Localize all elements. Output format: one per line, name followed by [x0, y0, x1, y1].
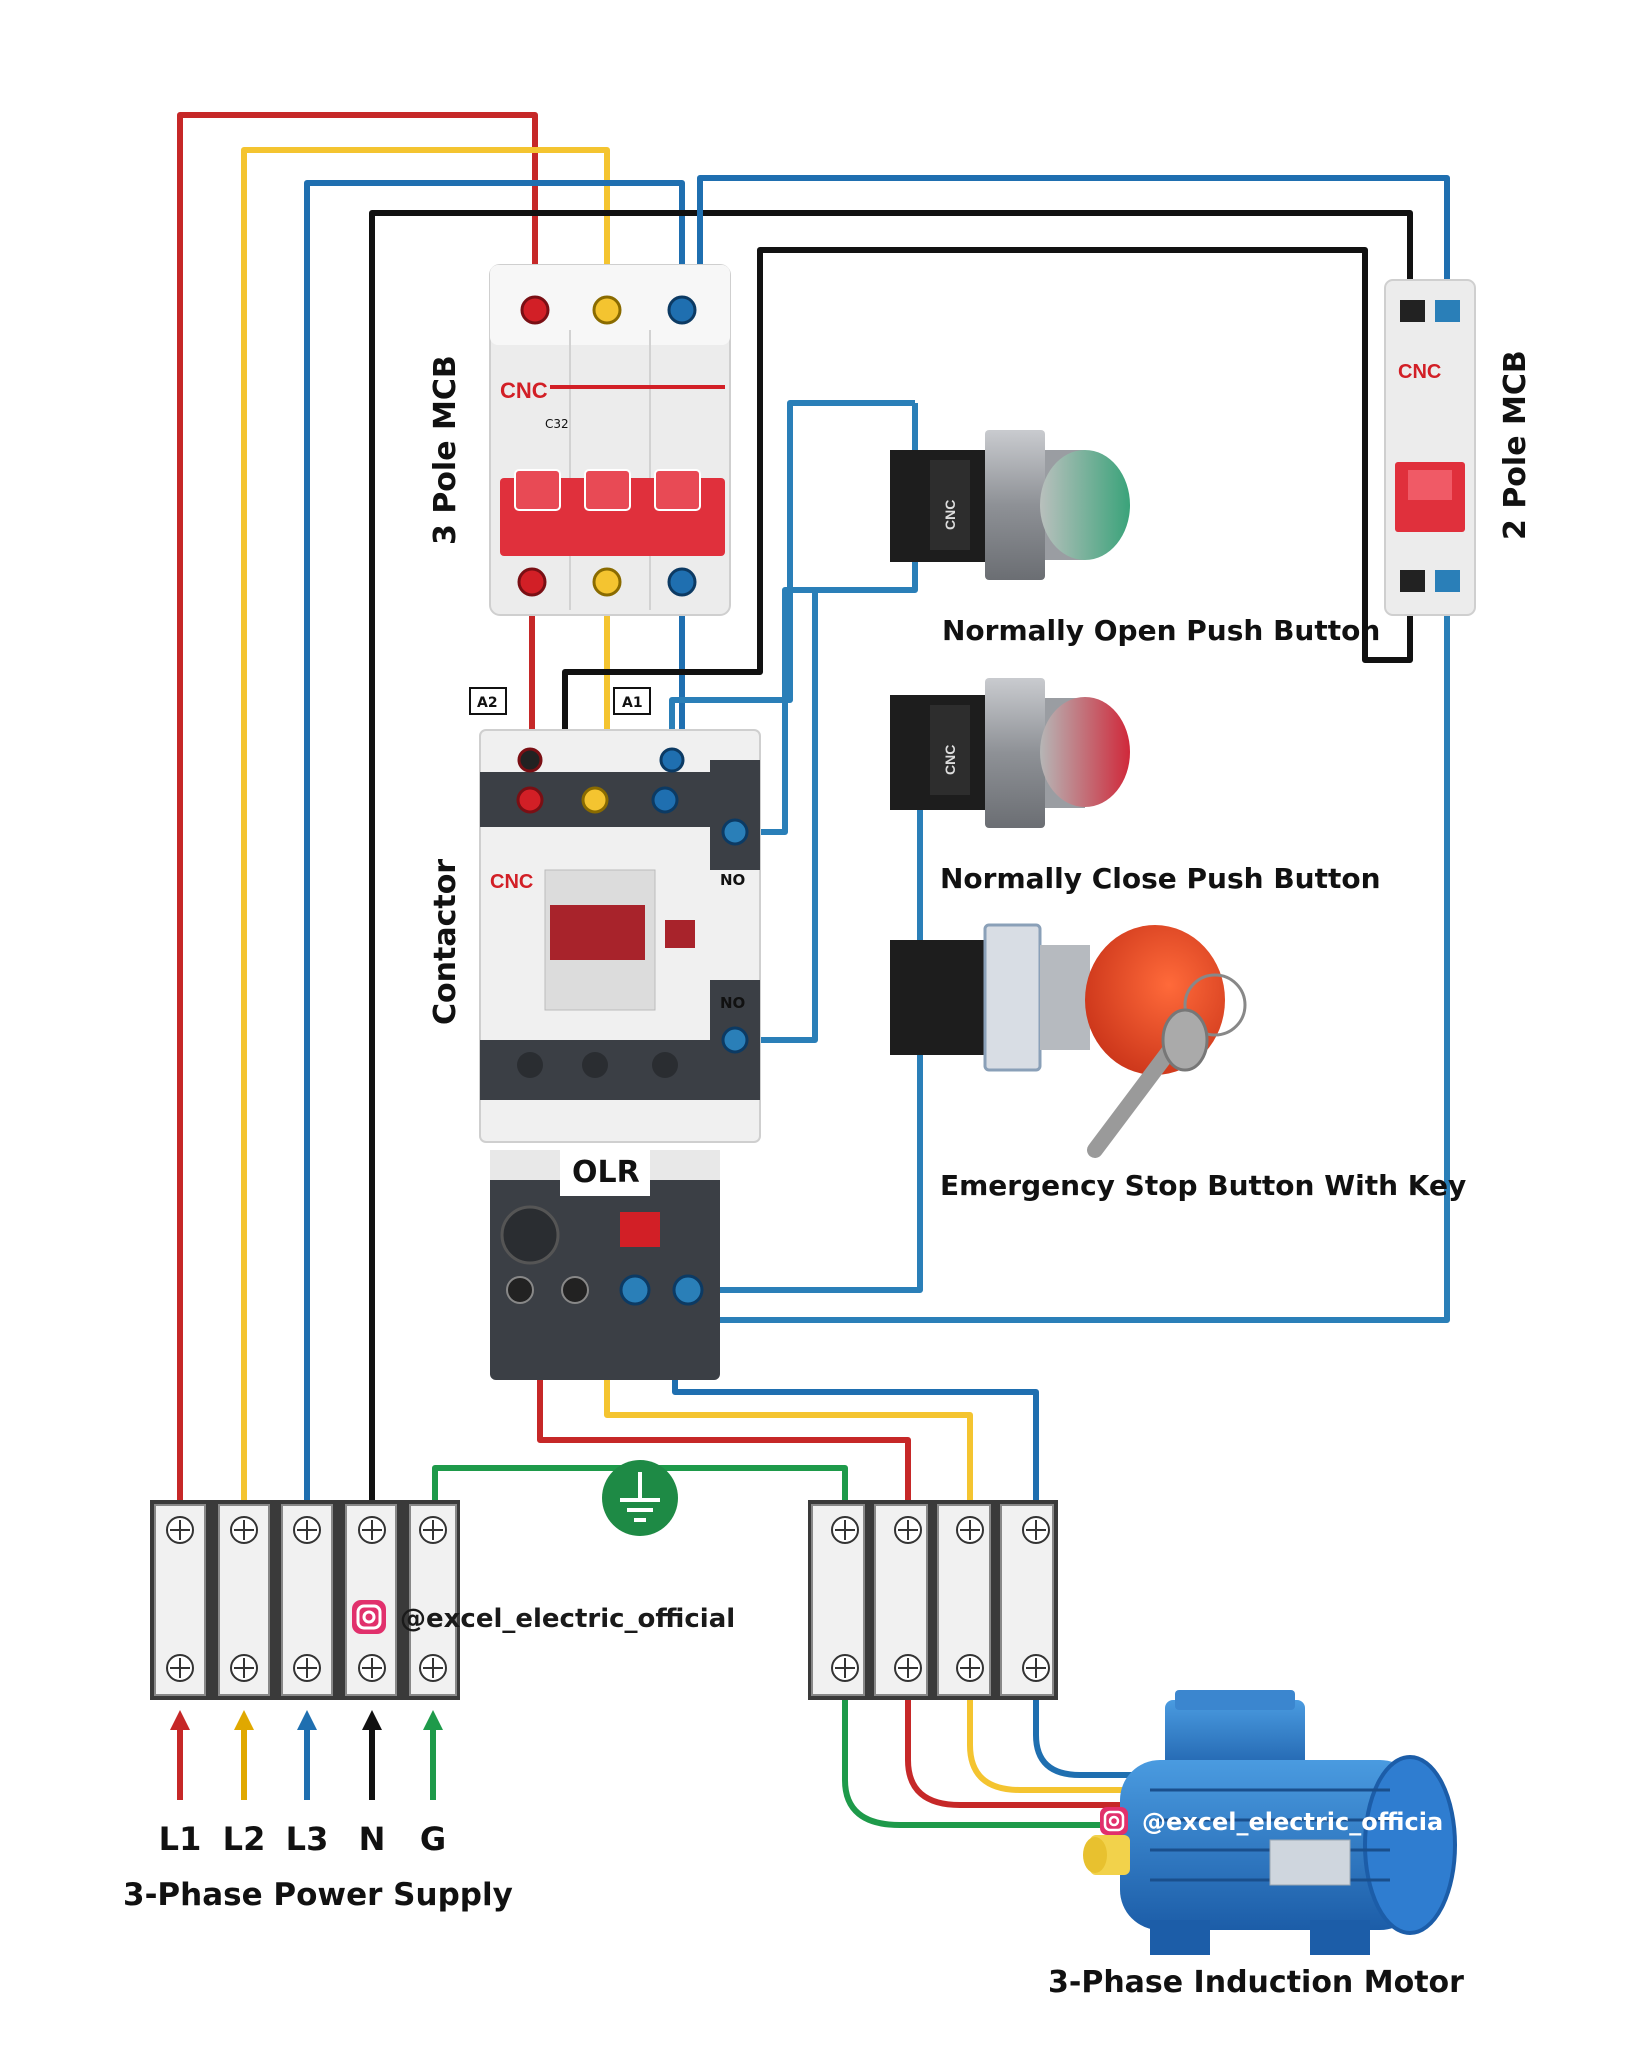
- no-push-button: CNC: [890, 430, 1130, 580]
- mcb2-brand: CNC: [1398, 361, 1441, 383]
- no-button-label: Normally Open Push Button: [942, 614, 1380, 647]
- wire-l3-olr-motor: [672, 1370, 1039, 1505]
- watermark-motor-text: @excel_electric_officia: [1142, 1808, 1443, 1836]
- wire-a1-nc: [669, 400, 915, 760]
- no-button-brand: CNC: [942, 500, 958, 530]
- estop-label: Emergency Stop Button With Key: [940, 1169, 1466, 1202]
- emergency-stop-button: [890, 923, 1247, 1158]
- contactor: CNC A2 A1 NO NO: [469, 687, 761, 1143]
- contactor-a2-label: A2: [477, 695, 498, 711]
- wire-motor-g: [842, 1690, 1130, 1828]
- mcb3-terminal-l1-in: [520, 295, 550, 325]
- wire-l3-supply: [304, 180, 685, 1505]
- supply-arrows: [170, 1710, 443, 1800]
- mcb-2-pole: CNC: [1384, 279, 1476, 616]
- supply-line-l2: L2: [223, 1820, 266, 1858]
- mcb3-brand: CNC: [500, 378, 548, 403]
- nc-button-label: Normally Close Push Button: [940, 862, 1381, 895]
- nc-push-button: CNC: [890, 678, 1130, 828]
- overload-relay: OLR: [490, 1148, 720, 1380]
- supply-line-l1: L1: [159, 1820, 202, 1858]
- supply-terminal-block: [150, 1500, 460, 1700]
- contactor-no-upper-label: NO: [720, 871, 745, 889]
- mcb3-terminal-l2-in: [592, 295, 622, 325]
- wire-n-supply: [369, 210, 1413, 1505]
- contactor-brand: CNC: [490, 871, 533, 893]
- instagram-icon-motor: [1100, 1807, 1128, 1835]
- wire-motor-l1: [905, 1690, 1130, 1808]
- mcb3-terminal-l3-out: [667, 567, 697, 597]
- instagram-icon: [352, 1600, 386, 1634]
- wire-motor-l3: [1033, 1690, 1160, 1778]
- wire-estop-olr: [690, 760, 923, 1293]
- mcb3-label: 3 Pole MCB: [428, 355, 463, 545]
- supply-line-n: N: [359, 1820, 386, 1858]
- mcb3-terminal-l2-out: [592, 567, 622, 597]
- induction-motor: [1083, 1690, 1457, 1955]
- mcb2-label: 2 Pole MCB: [1498, 350, 1533, 540]
- mcb3-terminal-l3-in: [667, 295, 697, 325]
- wire-motor-l2: [967, 1690, 1150, 1793]
- wire-n-a2: [562, 247, 1413, 760]
- wire-l2-supply: [241, 147, 610, 1505]
- watermark-text: @excel_electric_official: [400, 1604, 735, 1634]
- wire-l2-olr-motor: [604, 1370, 973, 1505]
- wire-no-lower: [735, 590, 818, 1043]
- olr-label: OLR: [572, 1155, 640, 1190]
- contactor-no-lower-label: NO: [720, 994, 745, 1012]
- contactor-a1-label: A1: [622, 695, 643, 711]
- mcb-3-pole: CNC C32: [489, 264, 731, 616]
- mcb3-model: C32: [545, 417, 569, 431]
- motor-label: 3-Phase Induction Motor: [1048, 1965, 1464, 2000]
- ground-icon: [602, 1460, 678, 1536]
- supply-line-l3: L3: [286, 1820, 329, 1858]
- supply-line-g: G: [420, 1820, 446, 1858]
- mcb3-terminal-l1-out: [517, 567, 547, 597]
- contactor-label: Contactor: [428, 859, 463, 1025]
- nc-button-brand: CNC: [942, 745, 958, 775]
- wire-l3-to-mcb2: [697, 175, 1450, 318]
- motor-terminal-block: [808, 1500, 1058, 1700]
- wire-mcb2-olr: [700, 580, 1450, 1323]
- wire-l1-olr-motor: [537, 1370, 911, 1505]
- supply-title: 3-Phase Power Supply: [123, 1877, 513, 1913]
